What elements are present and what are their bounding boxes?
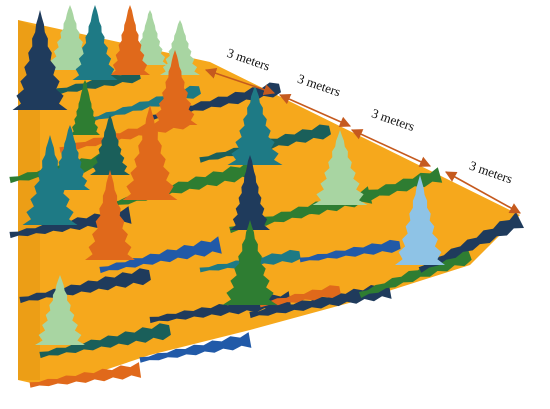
pine-tree: [22, 135, 78, 225]
spacing-label: 3 meters: [225, 45, 272, 74]
fallen-tree: [299, 239, 401, 263]
standing-trees: [12, 5, 445, 345]
fallen-tree: [358, 250, 472, 298]
fallen-tree: [418, 212, 524, 273]
pine-tree: [152, 50, 198, 125]
pine-tree: [222, 220, 278, 305]
fallen-tree: [39, 70, 141, 98]
fallen-tree: [29, 362, 142, 388]
dimension-arrow: [204, 67, 276, 96]
pine-tree: [85, 170, 135, 260]
pine-tree: [90, 115, 130, 175]
pine-tree: [395, 175, 445, 265]
pine-tree: [230, 155, 270, 230]
fallen-tree: [249, 281, 392, 319]
spacing-label: 3 meters: [370, 105, 417, 134]
pine-tree: [12, 10, 68, 110]
spacing-label: 3 meters: [468, 158, 515, 187]
fallen-tree: [139, 332, 252, 363]
pine-tree: [110, 5, 150, 75]
spacing-label: 3 meters: [296, 71, 343, 100]
pine-tree: [312, 130, 368, 205]
dimension-arrow: [350, 129, 432, 167]
dimension-arrow: [445, 171, 521, 214]
pine-tree: [70, 80, 100, 135]
ground-plane: [18, 20, 520, 385]
pine-tree: [122, 105, 178, 200]
pine-tree: [160, 20, 200, 75]
fallen-tree: [99, 236, 222, 274]
fallen-tree: [299, 167, 443, 218]
fallen-tree: [39, 323, 171, 359]
pine-tree: [47, 5, 93, 70]
pine-tree: [227, 85, 283, 165]
pine-tree: [35, 275, 85, 345]
fallen-tree: [259, 285, 341, 308]
pine-tree: [72, 5, 118, 80]
dimension-arrow: [278, 93, 352, 128]
fallen-tree: [19, 268, 151, 304]
pine-tree: [132, 10, 168, 65]
